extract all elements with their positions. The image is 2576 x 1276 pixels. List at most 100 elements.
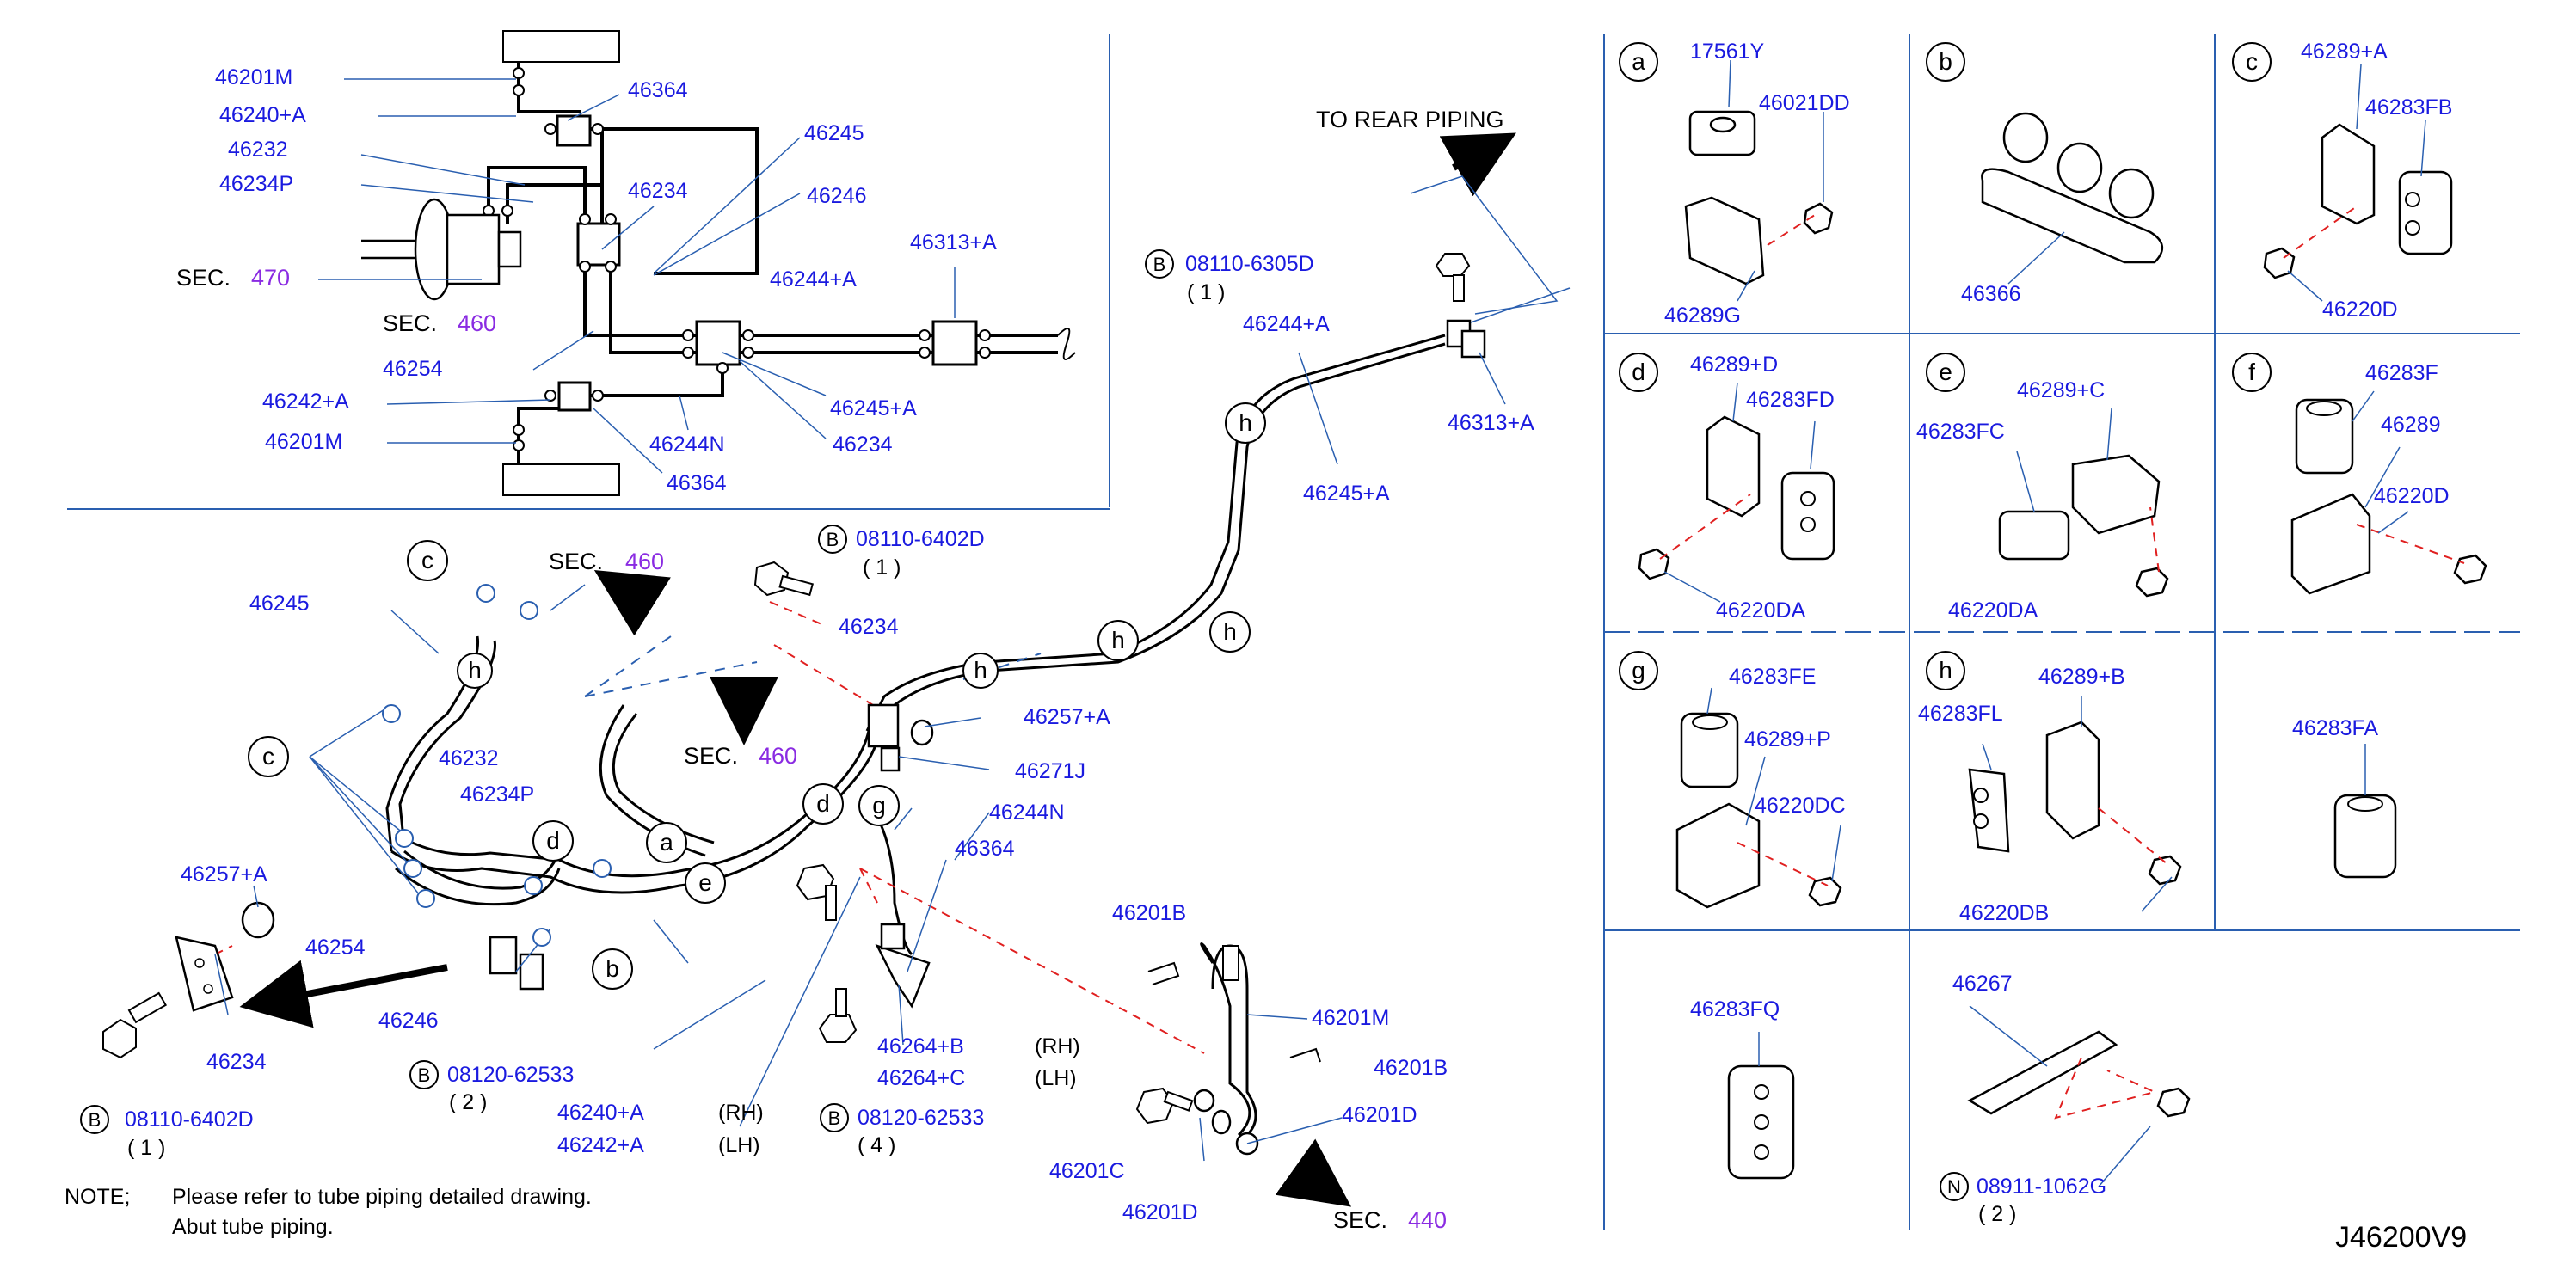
frame-lines [67,34,2520,1230]
bolt-qty: ( 2 ) [449,1090,487,1114]
detail-cells: a b c d e f g h 17561Y 46021DD 46289G 46… [1619,40,2487,1226]
label-46244N: 46244N [649,432,725,457]
callout-letter: c [421,547,433,574]
label-46271J: 46271J [1015,759,1085,783]
label-46245: 46245 [249,592,310,616]
label-46254: 46254 [305,936,366,960]
label-46234P: 46234P [460,782,534,807]
callout-letter: e [698,869,712,896]
label-46234: 46234 [206,1050,267,1074]
label-46201C: 46201C [1049,1159,1125,1183]
callout-h-3 [1209,611,1251,653]
callout-c-top [407,540,448,581]
callout-g [858,785,900,826]
callout-letter: h [468,657,482,684]
label-46244A: 46244+A [770,267,857,291]
callout-h-5 [457,653,493,689]
label-46246: 46246 [378,1009,439,1033]
callout-h-2 [1097,620,1139,661]
cell-g-46283FE: 46283FE [1729,665,1816,689]
callout-letter: h [1111,627,1125,653]
label-46234: 46234 [628,179,688,203]
cell-d-46289D: 46289+D [1690,353,1778,377]
cell-b-46366: 46366 [1961,282,2021,306]
label-46257A: 46257+A [181,862,267,886]
sec-prefix: SEC. [176,265,231,291]
cell-c-46283FB: 46283FB [2365,95,2452,120]
note-line-2: Abut tube piping. [172,1215,334,1239]
label-46313A: 46313+A [1448,411,1534,435]
cell-e-46283FC: 46283FC [1916,420,2005,444]
label-46245A: 46245+A [830,396,917,420]
nut-n-mark: N [1947,1176,1961,1198]
bolt-qty: ( 1 ) [863,555,901,580]
label-46240A: 46240+A [557,1101,644,1125]
label-46242A: 46242+A [557,1133,644,1157]
callout-d-left [532,820,574,862]
main-piping: c c d a e b d g h h h h h B B B B B N [65,107,1969,1239]
callout-a [646,822,687,863]
sec-prefix: SEC. [1333,1207,1387,1233]
cell-letter-c: c [2246,48,2258,75]
sec-460-upper: 460 [625,549,664,574]
cell-f-46220D: 46220D [2374,484,2450,508]
cell-g-46289P: 46289+P [1744,727,1831,751]
cell-h-46220DB: 46220DB [1959,901,2049,925]
cell-a-17561Y: 17561Y [1690,40,1765,64]
cell-a-46289G: 46289G [1664,304,1741,328]
bolt-b-mark: B [828,1107,841,1129]
sec-440: 440 [1408,1207,1447,1233]
sec-prefix: SEC. [549,549,603,574]
callout-letter: b [606,955,619,982]
label-46364: 46364 [628,78,688,102]
bolt-08120-62533: 08120-62533 [447,1063,574,1087]
side-rh: (RH) [718,1101,764,1125]
cell-46283FA: 46283FA [2292,716,2378,740]
label-46364: 46364 [955,837,1015,861]
label-46201B: 46201B [1112,901,1186,925]
label-46201D: 46201D [1342,1103,1417,1127]
callout-h-1 [1225,402,1266,444]
callout-letter: a [660,829,673,856]
label-46240A: 46240+A [219,103,306,127]
cell-e-46220DA: 46220DA [1948,598,2038,623]
cell-d-46220DA: 46220DA [1716,598,1806,623]
inset-schematic: 46201M 46240+A 46232 46234P 46364 46245 … [176,30,1076,496]
callout-letter: h [974,657,987,684]
sec-prefix: SEC. [383,310,437,336]
label-46246: 46246 [807,184,867,208]
cell-g-46220DC: 46220DC [1755,794,1846,818]
label-46264C: 46264+C [877,1066,965,1090]
nut-qty: ( 2 ) [1978,1202,2016,1226]
note-line-1: Please refer to tube piping detailed dra… [172,1185,592,1209]
sec-470: 470 [251,265,290,291]
bolt-08110-6305D: 08110-6305D [1185,252,1314,276]
label-46234-lower: 46234 [833,432,893,457]
sec-prefix: SEC. [684,743,738,769]
label-46313A: 46313+A [910,230,997,255]
cell-letter-a: a [1632,48,1645,75]
sec-460-lower: 460 [759,743,797,769]
label-46254: 46254 [383,357,443,381]
callout-letter: h [1223,618,1237,645]
label-46201B-right: 46201B [1374,1056,1448,1080]
label-46201M-lower: 46201M [265,430,342,454]
label-46244N: 46244N [989,801,1065,825]
callout-letter: g [872,792,886,819]
bolt-08120-62533-lower: 08120-62533 [858,1106,984,1130]
cell-f-46289: 46289 [2381,413,2441,437]
cell-letter-d: d [1632,359,1645,385]
callout-e [685,862,726,904]
label-46201D-lower: 46201D [1122,1200,1198,1224]
note-label: NOTE; [65,1185,130,1209]
cell-46283FQ: 46283FQ [1690,997,1780,1021]
cell-f-46283F: 46283F [2365,361,2438,385]
label-46234P: 46234P [219,172,293,196]
bolt-08110-6402D-lower: 08110-6402D [125,1107,254,1132]
bolt-b-mark: B [89,1109,101,1131]
label-46234-center: 46234 [839,615,899,639]
drawing-id: J46200V9 [2335,1221,2467,1254]
label-46257A-center: 46257+A [1024,705,1110,729]
label-46232: 46232 [439,746,499,770]
